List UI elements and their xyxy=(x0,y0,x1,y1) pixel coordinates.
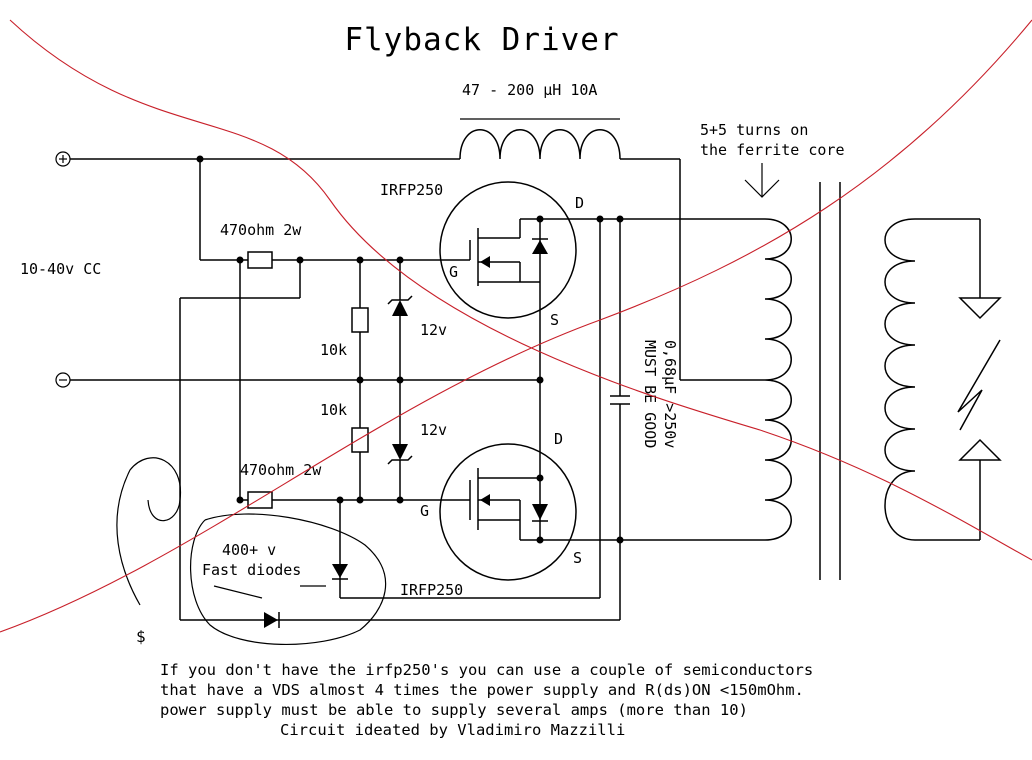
scribble-mark: $ xyxy=(136,627,146,646)
fast-diode-vertical xyxy=(332,564,348,580)
mosfet-top-drain: D xyxy=(575,194,584,212)
resistor-top xyxy=(247,251,273,269)
mosfet-bottom-source: S xyxy=(573,549,582,567)
capacitor-warning-label: MUST BE GOOD xyxy=(641,340,659,448)
zener-top xyxy=(387,295,413,316)
top-rail xyxy=(70,158,765,381)
inductor xyxy=(459,118,621,160)
diode-pointer-left xyxy=(213,585,263,599)
plus-terminal xyxy=(55,151,71,167)
pulldown-bottom-label: 10k xyxy=(320,401,347,419)
mosfet-bottom-gate: G xyxy=(420,502,429,520)
junction-dots xyxy=(196,155,624,544)
mosfet-top-source: S xyxy=(550,311,559,329)
notes: If you don't have the irfp250's you can … xyxy=(160,661,813,739)
pulldown-resistor-bottom xyxy=(351,427,369,453)
mosfet-bottom xyxy=(439,380,620,581)
note-line-1: If you don't have the irfp250's you can … xyxy=(160,661,813,679)
zener-bottom xyxy=(387,444,413,465)
resistor-bottom-label: 470ohm 2w xyxy=(240,461,322,479)
diagram-title: Flyback Driver xyxy=(344,22,619,58)
diodes-type-label: Fast diodes xyxy=(202,561,301,579)
mosfet-bottom-label: IRFP250 xyxy=(400,581,463,599)
minus-terminal xyxy=(55,372,71,388)
mosfet-top-gate: G xyxy=(449,263,458,281)
primary-label-line2: the ferrite core xyxy=(700,141,845,159)
fast-diode-horizontal xyxy=(264,612,280,628)
primary-pointer-arrow xyxy=(744,163,780,198)
resistor-bottom xyxy=(247,491,273,509)
supply-label: 10-40v CC xyxy=(20,260,101,278)
red-strike-lines xyxy=(0,19,1032,633)
inductor-label: 47 - 200 µH 10A xyxy=(462,81,597,99)
zener-bottom-label: 12v xyxy=(420,421,447,439)
mosfet-top xyxy=(439,181,620,380)
spark-gap xyxy=(957,297,1002,461)
transformer-primary xyxy=(620,218,792,541)
pulldown-top-label: 10k xyxy=(320,341,347,359)
mosfet-top-label: IRFP250 xyxy=(380,181,443,199)
resistor-top-label: 470ohm 2w xyxy=(220,221,302,239)
mosfet-bottom-drain: D xyxy=(554,430,563,448)
primary-label-line1: 5+5 turns on xyxy=(700,121,808,139)
diodes-voltage-label: 400+ v xyxy=(222,541,276,559)
note-line-2: that have a VDS almost 4 times the power… xyxy=(160,681,804,699)
zener-top-label: 12v xyxy=(420,321,447,339)
capacitor xyxy=(610,219,630,620)
transformer-secondary xyxy=(884,218,981,541)
hand-scribbles xyxy=(116,457,387,646)
ferrite-core xyxy=(819,182,841,580)
pulldown-resistor-top xyxy=(351,307,369,333)
credit-line: Circuit ideated by Vladimiro Mazzilli xyxy=(280,721,625,739)
note-line-3: power supply must be able to supply seve… xyxy=(160,701,748,719)
capacitor-value-label: 0,68µF >250v xyxy=(661,340,679,448)
